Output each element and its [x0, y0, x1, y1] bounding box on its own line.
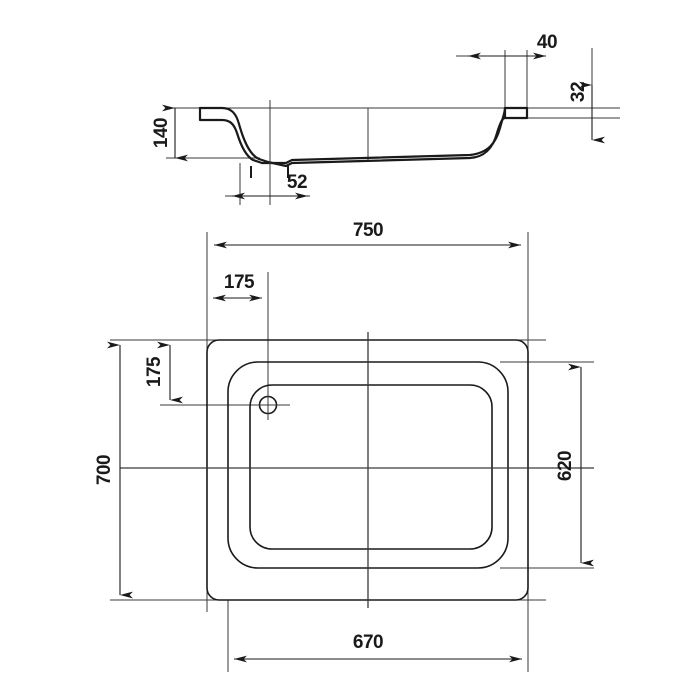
dimension-label-140: 140: [151, 118, 172, 148]
section-profile-outline: [198, 106, 529, 168]
dimension-label-700: 700: [94, 455, 115, 485]
dimension-inner-620: 620: [555, 363, 594, 567]
dimension-rim-32: 32: [568, 81, 605, 144]
dimension-label-670: 670: [353, 632, 383, 653]
plan-view: 750 175 175 700 620 670: [94, 220, 594, 672]
dimension-label-750: 750: [353, 220, 383, 241]
dimension-width-750: 750: [214, 220, 521, 249]
dimension-label-620: 620: [555, 451, 576, 481]
dimension-waste-52: 52: [232, 172, 308, 200]
dimension-label-52: 52: [287, 172, 307, 193]
dimension-offset-175-horizontal: 175: [213, 272, 262, 302]
dimension-offset-175-vertical: 175: [144, 341, 183, 404]
dimension-depth-700: 700: [94, 341, 133, 599]
waste-hole: [255, 392, 281, 418]
dimension-inner-670: 670: [234, 632, 522, 663]
dimension-rim-40: 40: [468, 32, 558, 60]
tray-basin-outline: [249, 384, 493, 550]
dimension-label-175-v: 175: [144, 356, 165, 387]
dimension-height-140: 140: [151, 104, 188, 162]
dimension-label-175-h: 175: [224, 272, 255, 293]
dimension-label-40: 40: [537, 32, 557, 53]
centre-mark: [120, 332, 594, 608]
waste-spigot: [250, 166, 289, 178]
section-view: 140 52 40 32: [151, 32, 620, 205]
dimension-label-32: 32: [568, 82, 589, 102]
